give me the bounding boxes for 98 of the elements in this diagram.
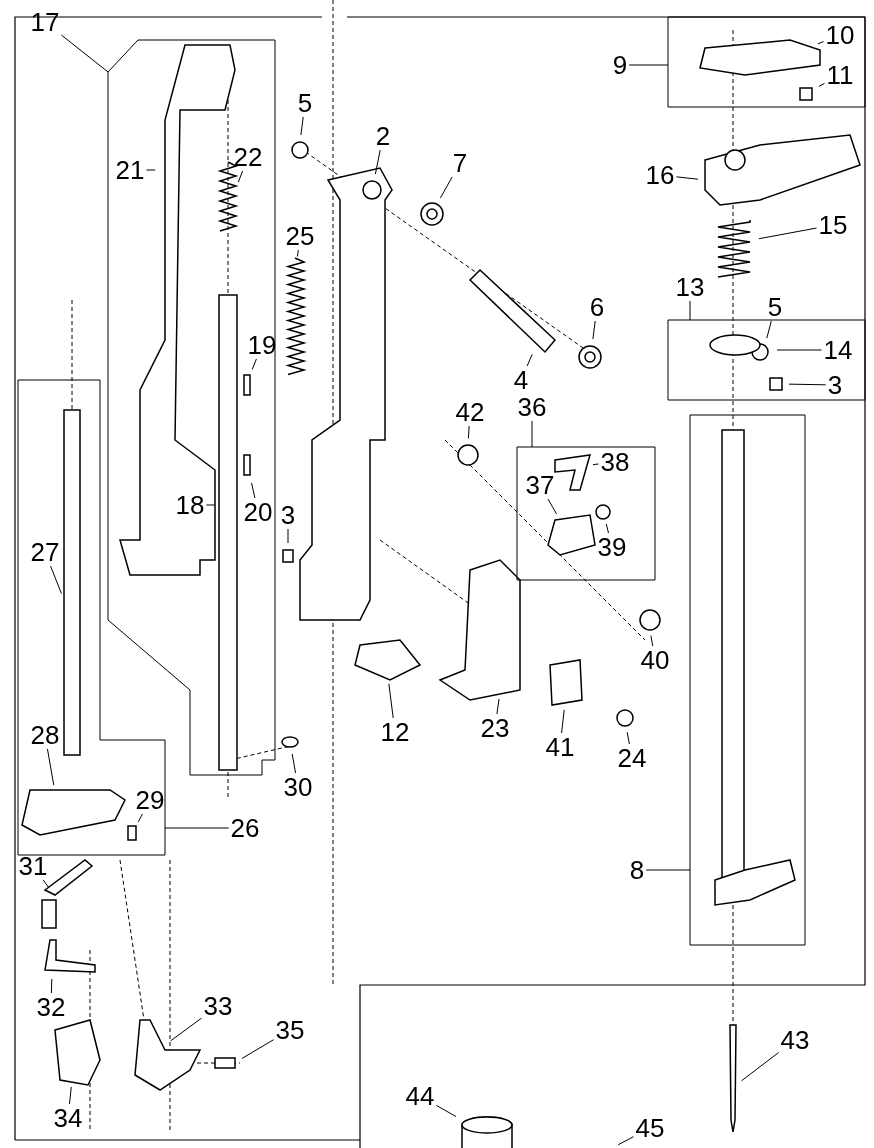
leader-line xyxy=(46,748,55,786)
group-frame xyxy=(668,17,865,107)
callout-number: 18 xyxy=(175,492,205,518)
callout-number: 38 xyxy=(600,449,630,475)
callout-number: 19 xyxy=(247,332,277,358)
callout-number: 3 xyxy=(827,372,843,398)
callout-number: 41 xyxy=(545,734,575,760)
leader-line xyxy=(526,353,533,367)
callout-number: 28 xyxy=(30,722,60,748)
leader-line xyxy=(145,169,156,171)
callout-number: 31 xyxy=(18,853,48,879)
callout-number: 39 xyxy=(597,534,627,560)
callout-number: 45 xyxy=(635,1115,665,1141)
callout-number: 20 xyxy=(243,499,273,525)
callout-number: 16 xyxy=(645,162,675,188)
callout-number: 44 xyxy=(405,1083,435,1109)
callout-number: 13 xyxy=(675,274,705,300)
leader-line xyxy=(164,827,230,829)
leader-line xyxy=(758,227,818,240)
callout-number: 30 xyxy=(283,774,313,800)
callout-number: 8 xyxy=(629,857,645,883)
callout-number: 7 xyxy=(452,150,468,176)
leader-line xyxy=(300,116,304,136)
callout-number: 5 xyxy=(297,90,313,116)
callout-number: 27 xyxy=(30,539,60,565)
callout-number: 17 xyxy=(30,9,60,35)
callout-number: 2 xyxy=(375,123,391,149)
callout-number: 5 xyxy=(767,294,783,320)
leader-line xyxy=(205,504,216,506)
callout-number: 36 xyxy=(517,394,547,420)
leader-line xyxy=(605,523,609,534)
callout-number: 40 xyxy=(640,647,670,673)
callout-number: 33 xyxy=(203,993,233,1019)
callout-number: 34 xyxy=(53,1105,83,1131)
leader-line xyxy=(617,1136,635,1146)
leader-line xyxy=(60,34,109,73)
callout-number: 37 xyxy=(525,472,555,498)
group-frame xyxy=(517,447,655,580)
leader-line xyxy=(547,498,558,515)
leader-line xyxy=(675,176,699,180)
leader-line xyxy=(776,349,823,351)
callout-number: 10 xyxy=(825,22,855,48)
leader-line xyxy=(467,425,470,439)
callout-number: 43 xyxy=(780,1027,810,1053)
group-frame xyxy=(668,320,865,400)
callout-number: 6 xyxy=(589,294,605,320)
leader-line xyxy=(42,879,50,889)
leader-line xyxy=(388,683,394,719)
callout-number: 14 xyxy=(823,337,853,363)
leader-line xyxy=(561,709,565,734)
callout-number: 22 xyxy=(233,144,263,170)
leader-line xyxy=(251,358,257,370)
callout-number: 15 xyxy=(818,212,848,238)
callout-number: 35 xyxy=(275,1017,305,1043)
leader-line xyxy=(741,1052,780,1082)
leader-line xyxy=(287,528,289,544)
callout-number: 11 xyxy=(826,62,854,88)
leader-line xyxy=(374,149,381,175)
leader-line xyxy=(496,698,500,715)
callout-number: 3 xyxy=(280,502,296,528)
leader-line xyxy=(170,1017,203,1042)
leader-line xyxy=(817,41,825,45)
leader-line xyxy=(251,482,256,499)
callout-number: 26 xyxy=(230,815,260,841)
callout-number: 4 xyxy=(513,367,529,393)
callout-number: 12 xyxy=(380,719,410,745)
callout-number: 23 xyxy=(480,715,510,741)
leader-line xyxy=(531,420,533,448)
leader-line xyxy=(689,300,691,321)
leader-line xyxy=(439,176,453,199)
leader-line xyxy=(818,82,825,87)
leader-line xyxy=(435,1104,457,1118)
leader-line xyxy=(788,383,827,386)
callout-number: 25 xyxy=(285,223,315,249)
leader-line xyxy=(50,565,62,594)
leader-line xyxy=(291,753,297,774)
leader-line xyxy=(645,869,691,871)
leader-line xyxy=(241,1039,275,1059)
callout-number: 21 xyxy=(115,157,145,183)
callout-number: 42 xyxy=(455,399,485,425)
leader-line xyxy=(650,635,654,647)
leader-line xyxy=(237,170,244,183)
leader-line xyxy=(766,320,772,339)
leader-line xyxy=(296,249,299,257)
group-frame xyxy=(108,40,275,775)
leader-line xyxy=(50,978,53,994)
callout-number: 24 xyxy=(617,745,647,771)
group-frame xyxy=(18,380,165,855)
callout-number: 9 xyxy=(612,52,628,78)
leader-line xyxy=(68,1086,72,1105)
group-frame xyxy=(690,415,805,945)
leader-line xyxy=(626,731,630,745)
callout-number: 32 xyxy=(36,994,66,1020)
leader-line xyxy=(137,813,143,823)
leader-line xyxy=(592,320,596,340)
leader-line xyxy=(628,64,669,66)
leader-line xyxy=(592,463,600,466)
callout-number: 29 xyxy=(135,787,165,813)
